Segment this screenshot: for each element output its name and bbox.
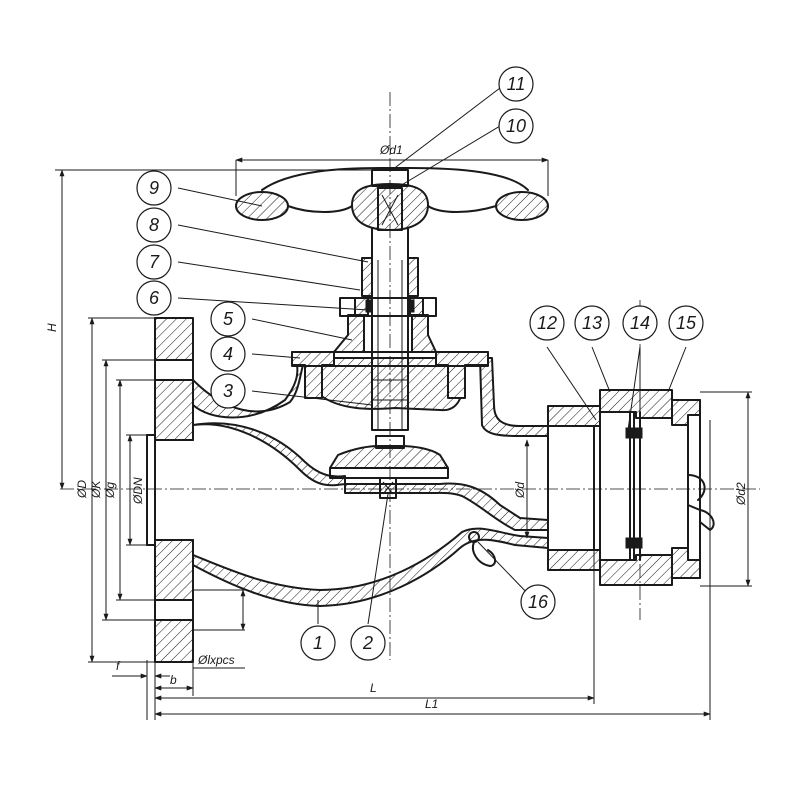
dim-b-label: b bbox=[170, 673, 177, 687]
dimensions: Ød1 H ØD ØK Øg ØDN Ød Ød2 bbox=[45, 143, 752, 720]
dim-L-label: L bbox=[370, 681, 377, 695]
part-number-9: 9 bbox=[149, 178, 159, 198]
dim-d1-label: Ød1 bbox=[379, 143, 403, 157]
part-number-10: 10 bbox=[506, 116, 526, 136]
part-number-8: 8 bbox=[149, 215, 159, 235]
part-number-5: 5 bbox=[223, 309, 234, 329]
part-bubble-13: 13 bbox=[574, 305, 610, 341]
part-number-4: 4 bbox=[223, 344, 233, 364]
part-number-12: 12 bbox=[537, 313, 557, 333]
leader-lines bbox=[177, 87, 687, 625]
handwheel bbox=[235, 167, 549, 231]
part-bubble-14: 14 bbox=[622, 305, 658, 341]
part-bubble-6: 6 bbox=[136, 280, 172, 316]
part-number-6: 6 bbox=[149, 288, 160, 308]
dim-g-label: Øg bbox=[103, 482, 117, 499]
part-number-15: 15 bbox=[676, 313, 697, 333]
dim-d2-label: Ød2 bbox=[734, 482, 748, 506]
dim-d-label: Ød bbox=[513, 482, 527, 499]
outlet-coupling bbox=[468, 389, 715, 586]
part-number-16: 16 bbox=[528, 592, 549, 612]
part-bubble-2: 2 bbox=[350, 625, 386, 661]
part-bubble-9: 9 bbox=[136, 170, 172, 206]
part-bubble-16: 16 bbox=[520, 584, 556, 620]
part-number-2: 2 bbox=[362, 633, 373, 653]
dim-holes-label: Ølxpcs bbox=[197, 653, 235, 667]
inlet-flange bbox=[146, 317, 194, 663]
valve-body bbox=[192, 357, 549, 607]
part-bubble-10: 10 bbox=[498, 108, 534, 144]
dim-h-label: H bbox=[45, 323, 59, 332]
part-number-3: 3 bbox=[223, 381, 233, 401]
part-bubble-1: 1 bbox=[300, 625, 336, 661]
part-number-11: 11 bbox=[507, 74, 526, 94]
dim-DN-label: ØDN bbox=[131, 477, 145, 505]
dim-D-label: ØD bbox=[75, 480, 89, 499]
part-bubble-3: 3 bbox=[210, 373, 246, 409]
part-number-7: 7 bbox=[149, 252, 160, 272]
part-bubble-4: 4 bbox=[210, 336, 246, 372]
part-bubble-15: 15 bbox=[668, 305, 704, 341]
part-bubble-5: 5 bbox=[210, 301, 246, 337]
part-number-13: 13 bbox=[582, 313, 602, 333]
part-bubble-7: 7 bbox=[136, 244, 172, 280]
dim-L1-label: L1 bbox=[425, 697, 438, 711]
part-number-1: 1 bbox=[313, 633, 323, 653]
part-bubble-8: 8 bbox=[136, 207, 172, 243]
part-bubble-12: 12 bbox=[529, 305, 565, 341]
dim-f-label: f bbox=[116, 659, 121, 673]
dim-K-label: ØK bbox=[89, 480, 103, 499]
part-bubble-11: 11 bbox=[498, 66, 534, 102]
part-number-14: 14 bbox=[630, 313, 650, 333]
